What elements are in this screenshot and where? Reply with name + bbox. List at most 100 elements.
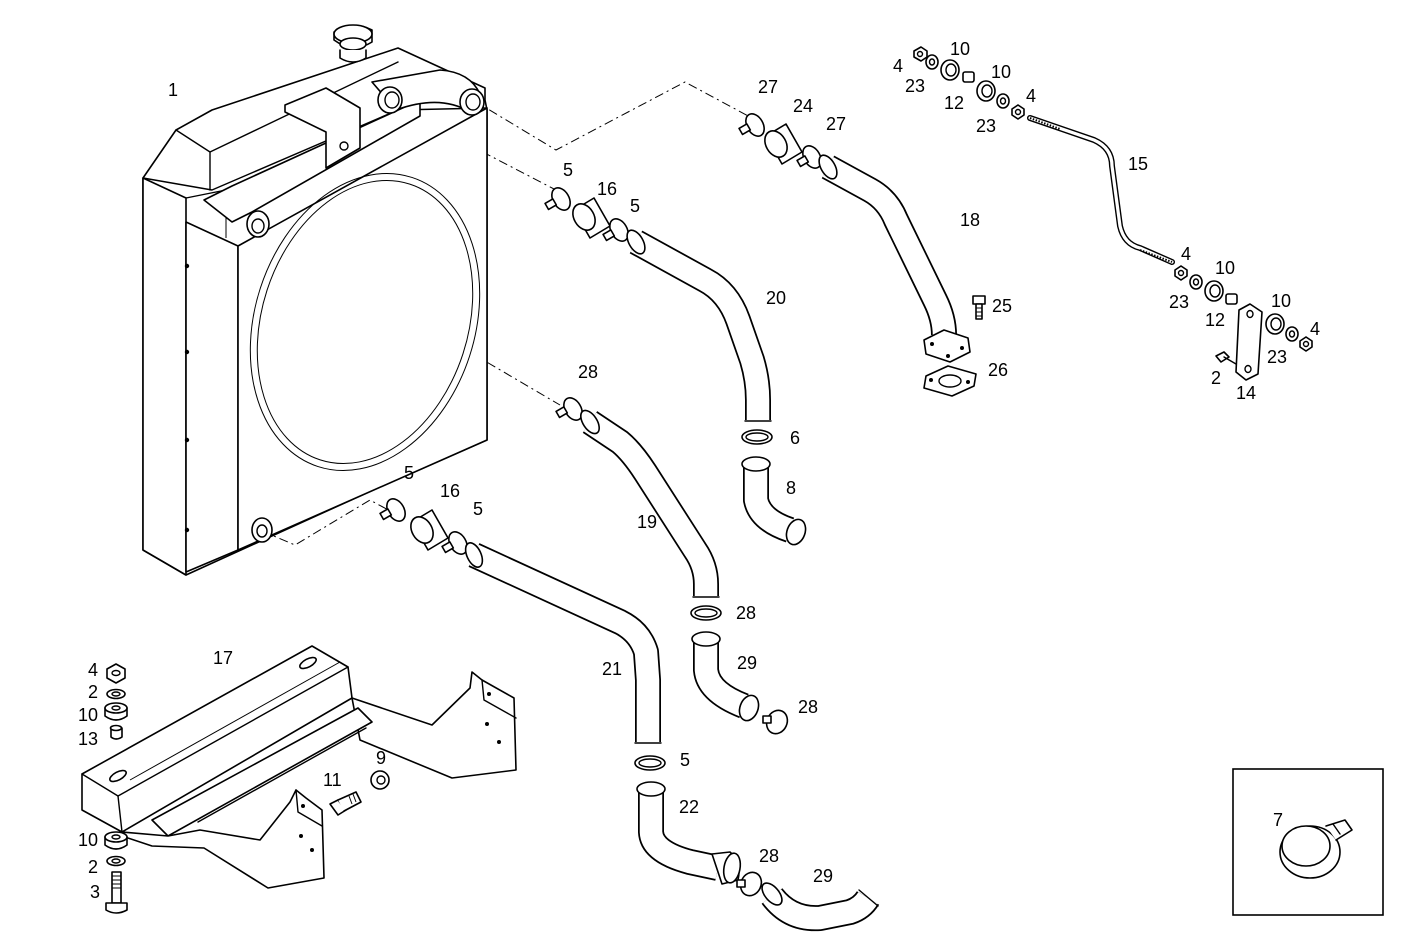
- bracket-plate-14: [1235, 303, 1263, 381]
- inset-detail-box: [1232, 768, 1384, 916]
- washer-icon: [996, 93, 1010, 109]
- label-clamp-5: 5: [473, 499, 483, 519]
- rubber-pad-icon: [104, 831, 128, 850]
- gasket-26: [923, 365, 977, 397]
- label-washer-low: 2: [88, 857, 98, 877]
- label-rod-15: 15: [1128, 154, 1148, 174]
- label-hose-20: 20: [766, 288, 786, 308]
- frame-17: [81, 645, 517, 889]
- lower-hose-coupling: [379, 498, 468, 555]
- label-nut-4: 4: [893, 56, 903, 76]
- label-elbow-29: 29: [737, 653, 757, 673]
- rubber-pad-icon: [940, 59, 960, 81]
- label-washer-23: 23: [1169, 292, 1189, 312]
- label-washer-23: 23: [976, 116, 996, 136]
- label-pad-low: 10: [78, 830, 98, 850]
- label-plate-14: 14: [1236, 383, 1256, 403]
- sleeve-icon: [764, 123, 803, 165]
- frame-fittings-top: [104, 663, 128, 740]
- label-bushing-12: 12: [944, 93, 964, 113]
- part-labels: 1 17 4 2 10 13 11 9 10 2 3 5 16 5 20 6 8…: [78, 39, 1320, 902]
- label-clamp-28: 28: [578, 362, 598, 382]
- label-nut-4: 4: [1181, 244, 1191, 264]
- hose-clamp-icon: [441, 531, 468, 555]
- elbow-29-a: [691, 631, 760, 722]
- clamp-28-b: [690, 605, 722, 621]
- elbow-8: [741, 456, 807, 546]
- label-hose-21: 21: [602, 659, 622, 679]
- screw-2: [1215, 351, 1237, 365]
- label-bolt-11: 11: [323, 770, 342, 790]
- clamp-28-c: [762, 709, 789, 735]
- label-bolt-25: 25: [992, 296, 1012, 316]
- label-sleeve-24: 24: [793, 96, 813, 116]
- label-gasket-26: 26: [988, 360, 1008, 380]
- label-hose-19: 19: [637, 512, 657, 532]
- label-bushing-12: 12: [1205, 310, 1225, 330]
- label-pad: 10: [78, 705, 98, 725]
- bolt-icon: [105, 871, 128, 914]
- frame-fittings-bottom: [104, 831, 128, 914]
- label-bolt-3: 3: [90, 882, 100, 902]
- rubber-pad-icon: [104, 702, 128, 721]
- label-bushing: 13: [78, 729, 98, 749]
- lower-rod-fittings: [1174, 265, 1313, 352]
- hose-clamp-icon: [555, 397, 583, 421]
- label-pipe-18: 18: [960, 210, 980, 230]
- label-clamp-5: 5: [404, 463, 414, 483]
- hose-clamp-icon: [602, 218, 629, 242]
- clamp-28-d: [736, 871, 763, 897]
- clamp-5-bottom: [634, 755, 666, 771]
- label-elbow-29: 29: [813, 866, 833, 886]
- label-clamp-28: 28: [736, 603, 756, 623]
- label-nut-4: 4: [1026, 86, 1036, 106]
- washer-icon: [925, 54, 939, 70]
- nut-icon: [1174, 265, 1188, 281]
- hose-clamp-icon: [738, 113, 765, 137]
- label-clamp-7: 7: [1273, 810, 1283, 830]
- upper-hose-coupling: [544, 187, 629, 242]
- label-sleeve-16: 16: [597, 179, 617, 199]
- rubber-pad-icon: [1204, 280, 1224, 302]
- label-pad-10: 10: [950, 39, 970, 59]
- label-pad-10: 10: [1215, 258, 1235, 278]
- upper-rod-fittings: [913, 46, 1025, 120]
- label-washer: 2: [88, 682, 98, 702]
- label-clamp-28: 28: [759, 846, 779, 866]
- hose-clamp-icon: [544, 187, 571, 211]
- label-clamp-27: 27: [758, 77, 778, 97]
- label-washer-9: 9: [376, 748, 386, 768]
- label-clamp-5: 5: [563, 160, 573, 180]
- bushing-icon: [962, 71, 975, 83]
- label-clamp-5: 5: [630, 196, 640, 216]
- clamp-6: [741, 429, 773, 445]
- label-frame: 17: [213, 648, 233, 668]
- hose-clamp-icon: [796, 145, 822, 169]
- hose-20: [626, 229, 772, 422]
- washer-icon: [106, 855, 126, 867]
- radiator: [142, 24, 488, 576]
- label-pad-10: 10: [1271, 291, 1291, 311]
- filler-cap-icon: [333, 24, 373, 63]
- washer-9: [370, 770, 390, 790]
- nut-icon: [106, 663, 126, 684]
- label-elbow-8: 8: [786, 478, 796, 498]
- hose-clamp-icon: [379, 498, 406, 522]
- washer-icon: [1285, 326, 1299, 342]
- bushing-icon: [1225, 293, 1238, 305]
- hose-19-assembly: [555, 397, 720, 598]
- bushing-icon: [109, 724, 123, 740]
- rubber-pad-icon: [976, 80, 996, 102]
- rubber-pad-icon: [1265, 313, 1285, 335]
- band-clamp-icon: [1279, 819, 1353, 879]
- label-clamp-5: 5: [680, 750, 690, 770]
- sleeve-icon: [572, 197, 611, 239]
- bolt-11: [329, 791, 362, 816]
- label-screw-2: 2: [1211, 368, 1221, 388]
- label-sleeve-16: 16: [440, 481, 460, 501]
- nut-icon: [1299, 336, 1313, 352]
- bolt-25: [972, 295, 986, 320]
- tie-rod-15: [1027, 115, 1175, 265]
- label-clamp-28: 28: [798, 697, 818, 717]
- label-pad-10: 10: [991, 62, 1011, 82]
